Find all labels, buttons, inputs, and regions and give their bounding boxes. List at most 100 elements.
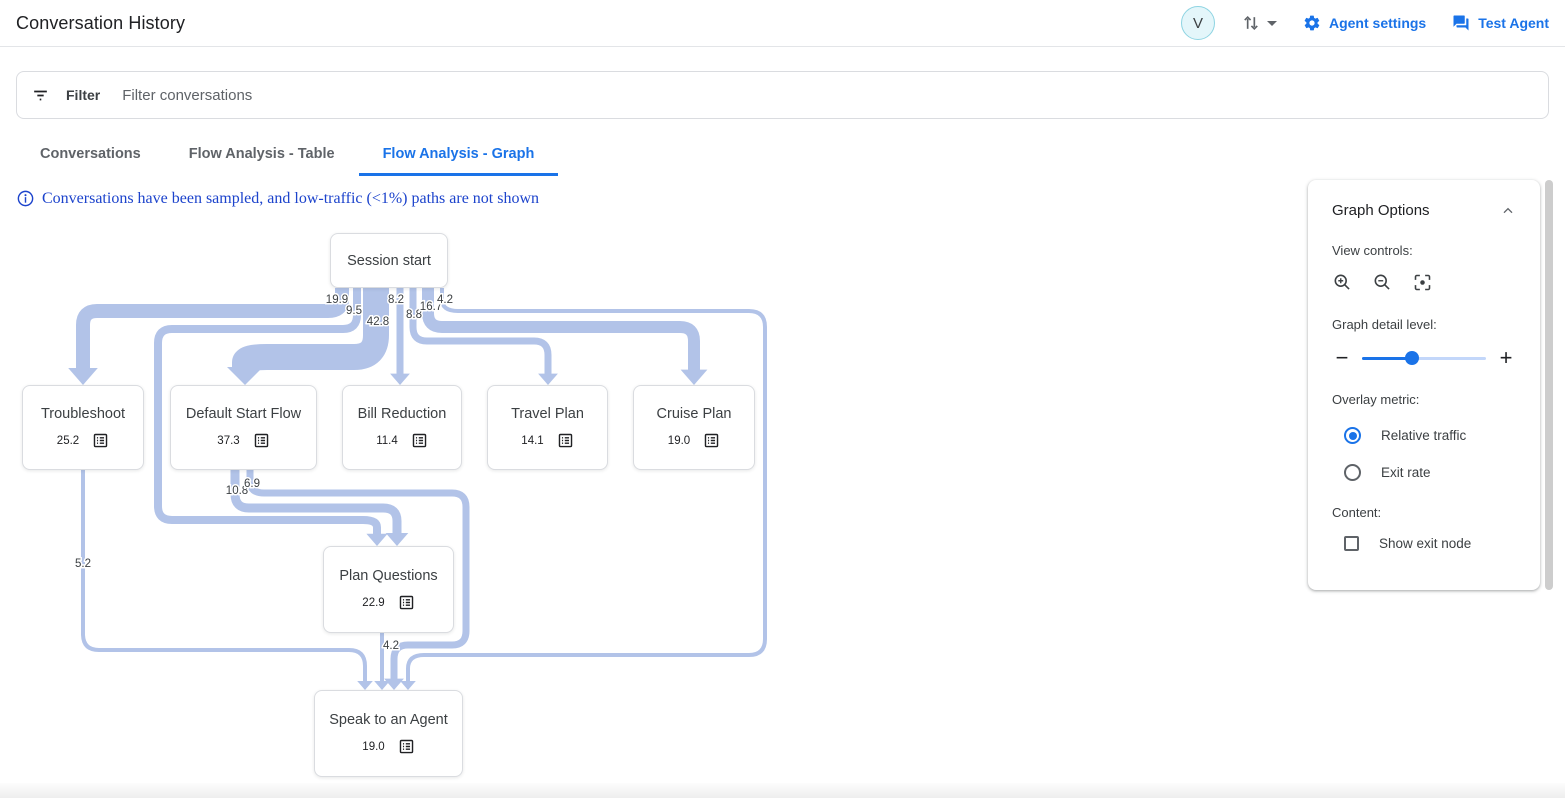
node-traffic-value: 11.4: [376, 434, 398, 447]
filter-icon: [31, 86, 50, 105]
info-icon: [16, 189, 35, 208]
list-alt-icon[interactable]: [557, 432, 574, 449]
radio-relative-traffic[interactable]: Relative traffic: [1344, 427, 1516, 444]
node-traffic-value: 14.1: [521, 434, 544, 447]
sampling-notice-text: Conversations have been sampled, and low…: [42, 189, 540, 207]
node-title: Troubleshoot: [40, 406, 126, 422]
radio-exit-rate[interactable]: Exit rate: [1344, 464, 1516, 481]
vertical-scrollbar[interactable]: [1545, 180, 1553, 590]
chat-icon: [1452, 14, 1470, 32]
view-controls-label: View controls:: [1332, 243, 1413, 258]
edge-weight-label: 6.9: [244, 478, 260, 490]
edge-weight-label: 4.2: [437, 294, 453, 306]
page-title: Conversation History: [16, 12, 186, 33]
detail-plus-button[interactable]: +: [1499, 345, 1513, 370]
slider-thumb[interactable]: [1404, 351, 1419, 365]
flow-edge-session-start-to-default-start-flow: [232, 288, 389, 372]
node-title: Speak to an Agent: [329, 712, 448, 728]
list-alt-icon[interactable]: [398, 594, 415, 611]
list-alt-icon[interactable]: [92, 432, 109, 449]
tab-bar: Conversations Flow Analysis - Table Flow…: [16, 135, 559, 176]
avatar[interactable]: V: [1180, 6, 1215, 40]
list-alt-icon[interactable]: [411, 432, 428, 449]
sampling-notice: Conversations have been sampled, and low…: [16, 189, 539, 208]
flow-edge-arrowhead: [374, 681, 390, 690]
flow-node-plan-questions[interactable]: Plan Questions 22.9: [323, 546, 454, 633]
content-label: Content:: [1332, 505, 1382, 520]
flow-edge-arrowhead: [68, 367, 98, 385]
flow-edge-session-start-to-cruise-plan: [422, 288, 700, 371]
flow-edge-arrowhead: [357, 681, 373, 690]
center-focus-icon[interactable]: [1412, 272, 1433, 293]
chevron-up-icon[interactable]: [1500, 203, 1516, 219]
tab-conversations[interactable]: Conversations: [40, 146, 141, 162]
app-header: Conversation History V: [0, 0, 1565, 47]
flow-edge-arrowhead: [227, 367, 263, 385]
flow-node-bill-reduction[interactable]: Bill Reduction 11.4: [342, 385, 462, 470]
zoom-in-icon[interactable]: [1332, 272, 1353, 293]
flow-node-session-start[interactable]: Session start: [330, 233, 448, 288]
flow-edge-arrowhead: [390, 373, 410, 385]
edge-weight-label: 9.5: [346, 305, 362, 317]
radio-icon: [1344, 427, 1361, 444]
avatar-initial: V: [1192, 14, 1203, 32]
node-traffic-value: 19.0: [362, 740, 385, 753]
node-title: Travel Plan: [511, 406, 584, 422]
list-alt-icon[interactable]: [703, 432, 720, 449]
edge-weight-label: 42.8: [367, 316, 389, 328]
graph-detail-slider[interactable]: [1362, 351, 1486, 365]
graph-detail-slider-row: − +: [1332, 345, 1516, 370]
node-traffic-value: 37.3: [217, 434, 240, 447]
edge-weight-label: 19.9: [326, 294, 348, 306]
flow-node-default-start-flow[interactable]: Default Start Flow 37.3: [170, 385, 317, 470]
node-traffic-value: 22.9: [362, 596, 385, 609]
flow-edge-default-start-flow-to-plan-questions: [230, 470, 402, 535]
filter-bar[interactable]: Filter Filter conversations: [16, 71, 1549, 119]
list-alt-icon[interactable]: [253, 432, 270, 449]
tab-flow-analysis-table[interactable]: Flow Analysis - Table: [188, 146, 335, 162]
flow-edge-session-start-to-travel-plan: [409, 288, 552, 375]
overlay-metric-label: Overlay metric:: [1332, 392, 1420, 407]
flow-edge-arrowhead: [680, 369, 708, 385]
node-traffic-value: 19.0: [667, 434, 691, 447]
show-exit-node-checkbox-row[interactable]: Show exit node: [1344, 536, 1516, 551]
test-agent-button[interactable]: Test Agent: [1452, 14, 1549, 32]
flow-node-travel-plan[interactable]: Travel Plan 14.1: [487, 385, 608, 470]
node-title: Cruise Plan: [656, 406, 732, 422]
detail-minus-button[interactable]: −: [1335, 345, 1349, 370]
chevron-down-icon: [1266, 20, 1277, 26]
list-alt-icon[interactable]: [398, 738, 415, 755]
flow-edge-session-start-to-speak-to-an-agent: [406, 288, 767, 683]
edge-weight-label: 4.2: [383, 640, 399, 652]
flow-node-speak-to-an-agent[interactable]: Speak to an Agent 19.0: [314, 690, 463, 777]
gear-icon: [1303, 14, 1321, 32]
radio-icon: [1344, 464, 1361, 481]
tab-flow-analysis-graph[interactable]: Flow Analysis - Graph: [358, 135, 559, 176]
node-title: Default Start Flow: [185, 406, 302, 422]
edge-weight-label: 8.2: [388, 294, 404, 306]
flow-edge-arrowhead: [385, 533, 409, 546]
edge-weight-label: 16.7: [420, 301, 442, 313]
agent-settings-button[interactable]: Agent settings: [1303, 14, 1426, 32]
flow-edge-session-start-to-troubleshoot: [76, 288, 349, 369]
graph-options-panel: Graph Options View controls:: [1308, 180, 1540, 590]
graph-detail-label: Graph detail level:: [1332, 317, 1437, 332]
node-title: Plan Questions: [339, 568, 438, 584]
test-agent-label: Test Agent: [1478, 15, 1549, 31]
sort-control[interactable]: [1241, 13, 1277, 33]
horizontal-scroll-area[interactable]: [0, 783, 1565, 798]
filter-conversations-input[interactable]: Filter conversations: [122, 86, 253, 104]
flow-node-troubleshoot[interactable]: Troubleshoot 25.2: [22, 385, 144, 470]
flow-edge-arrowhead: [538, 373, 558, 385]
node-traffic-value: 25.2: [56, 434, 80, 447]
agent-settings-label: Agent settings: [1328, 15, 1427, 31]
checkbox-icon: [1344, 536, 1359, 551]
graph-options-title: Graph Options: [1332, 202, 1430, 219]
zoom-out-icon[interactable]: [1372, 272, 1393, 293]
flow-edge-arrowhead: [384, 678, 404, 690]
filter-label: Filter: [66, 87, 101, 103]
flow-node-cruise-plan[interactable]: Cruise Plan 19.0: [633, 385, 755, 470]
node-title: Bill Reduction: [357, 406, 447, 422]
import-export-icon: [1241, 13, 1261, 33]
